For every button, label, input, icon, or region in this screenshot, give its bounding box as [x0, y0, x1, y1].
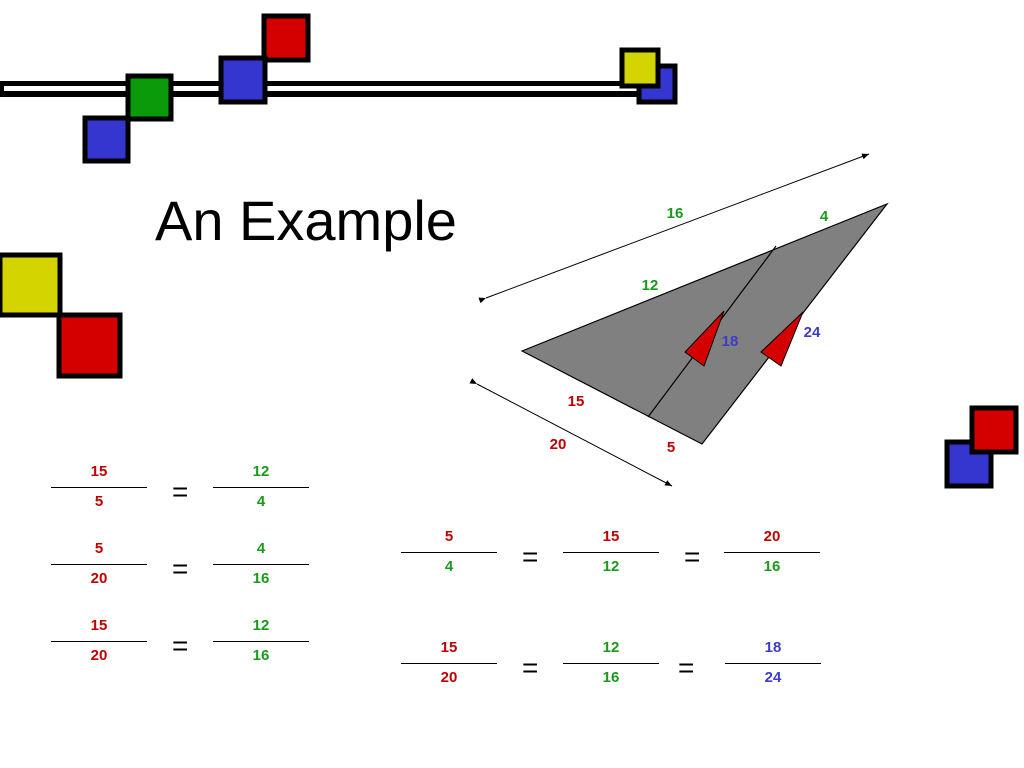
deco-square-red: [969, 405, 1019, 455]
numerator: 15: [440, 639, 458, 656]
fraction: 12 4: [213, 463, 309, 517]
denominator: 16: [252, 647, 270, 664]
denominator: 4: [256, 493, 266, 510]
fraction: 4 16: [213, 540, 309, 594]
numerator: 12: [252, 617, 270, 634]
bottom-dimension-arrow: [469, 378, 673, 487]
denominator: 16: [602, 669, 620, 686]
equals-sign: =: [684, 541, 701, 572]
fraction: 12 16: [563, 639, 659, 693]
denominator: 20: [440, 669, 458, 686]
equals-sign: =: [172, 476, 189, 507]
deco-square-green: [125, 73, 174, 122]
numerator: 4: [256, 540, 266, 557]
deco-square-yellow: [0, 252, 63, 318]
equals-sign: =: [522, 541, 539, 572]
denominator: 4: [444, 558, 454, 575]
deco-square-red: [261, 13, 311, 63]
fraction-bar: [51, 564, 147, 565]
fraction-bar: [51, 641, 147, 642]
deco-square-blue: [82, 115, 131, 164]
page-title: An Example: [155, 189, 457, 252]
fraction: 15 20: [401, 639, 497, 693]
numerator: 12: [252, 463, 270, 480]
label-bottom-left: 15: [568, 393, 585, 410]
fraction: 15 5: [51, 463, 147, 517]
fraction-bar: [213, 487, 309, 488]
fraction-bar: [725, 663, 821, 664]
deco-square-red: [56, 312, 123, 379]
numerator: 15: [90, 617, 108, 634]
fraction: 15 12: [563, 528, 659, 582]
deco-square-blue: [944, 439, 994, 489]
denominator: 5: [94, 493, 104, 510]
denominator: 20: [90, 647, 108, 664]
numerator: 5: [444, 528, 454, 545]
label-top-full: 16: [667, 205, 684, 222]
deco-square-yellow: [619, 47, 661, 89]
fraction-bar: [563, 552, 659, 553]
equals-sign: =: [172, 630, 189, 661]
fraction: 5 4: [401, 528, 497, 582]
fraction-bar: [51, 487, 147, 488]
fraction-bar: [213, 564, 309, 565]
numerator: 20: [763, 528, 781, 545]
fraction-bar: [401, 663, 497, 664]
top-dimension-arrow: [478, 153, 870, 304]
denominator: 20: [90, 570, 108, 587]
numerator: 5: [94, 540, 104, 557]
label-inner-right: 24: [804, 324, 821, 341]
denominator: 16: [763, 558, 781, 575]
fraction-bar: [213, 641, 309, 642]
fraction-bar: [401, 552, 497, 553]
numerator: 18: [764, 639, 782, 656]
fraction: 18 24: [725, 639, 821, 693]
fraction: 12 16: [213, 617, 309, 671]
fraction-bar: [724, 552, 820, 553]
parallel-marker-right: [760, 311, 804, 367]
fraction-bar: [563, 663, 659, 664]
denominator: 12: [602, 558, 620, 575]
equals-sign: =: [522, 652, 539, 683]
fraction: 20 16: [724, 528, 820, 582]
label-bottom-right: 5: [667, 439, 675, 456]
equals-sign: =: [678, 652, 695, 683]
label-bottom-full: 20: [550, 436, 567, 453]
numerator: 15: [602, 528, 620, 545]
parallel-marker-left: [684, 310, 725, 367]
label-top-left: 12: [642, 277, 659, 294]
fraction: 5 20: [51, 540, 147, 594]
numerator: 15: [90, 463, 108, 480]
denominator: 24: [764, 669, 782, 686]
label-top-right: 4: [820, 208, 829, 225]
deco-square-blue: [218, 55, 268, 105]
denominator: 16: [252, 570, 270, 587]
numerator: 12: [602, 639, 620, 656]
equals-sign: =: [172, 553, 189, 584]
fraction: 15 20: [51, 617, 147, 671]
label-inner-left: 18: [722, 333, 739, 350]
